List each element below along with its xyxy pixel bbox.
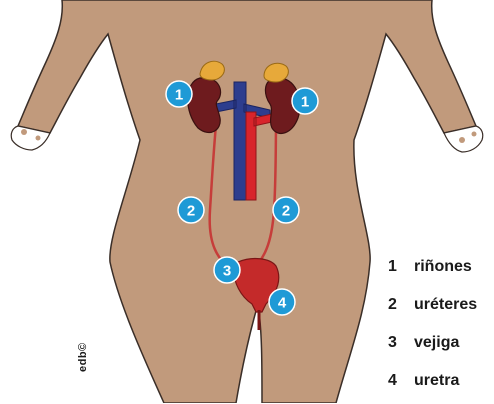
badge-ureter-left-label: 2 — [187, 203, 195, 220]
legend-label: uretra — [414, 372, 459, 389]
badge-kidney-left-label: 1 — [175, 87, 183, 104]
badge-bladder-label: 3 — [223, 263, 231, 280]
badge-kidney-right-label: 1 — [301, 94, 309, 111]
badge-bladder: 3 — [214, 257, 240, 283]
legend-number: 4 — [388, 366, 414, 396]
legend-number: 2 — [388, 290, 414, 320]
legend-label: riñones — [414, 258, 472, 275]
badge-ureter-left: 2 — [178, 197, 204, 223]
legend-number: 1 — [388, 252, 414, 282]
hand-spot — [459, 137, 465, 143]
badge-ureter-right-label: 2 — [282, 203, 290, 220]
badge-kidney-left: 1 — [166, 81, 192, 107]
badge-ureter-right: 2 — [273, 197, 299, 223]
legend-label: uréteres — [414, 296, 477, 313]
hand-spot — [21, 129, 27, 135]
badge-urethra-label: 4 — [278, 295, 287, 312]
hand-spot — [36, 136, 41, 141]
hand-spot — [472, 132, 477, 137]
badge-urethra: 4 — [269, 289, 295, 315]
legend-number: 3 — [388, 328, 414, 358]
copyright-credit: edb© — [77, 342, 89, 372]
legend-label: vejiga — [414, 334, 459, 351]
badge-kidney-right: 1 — [292, 88, 318, 114]
